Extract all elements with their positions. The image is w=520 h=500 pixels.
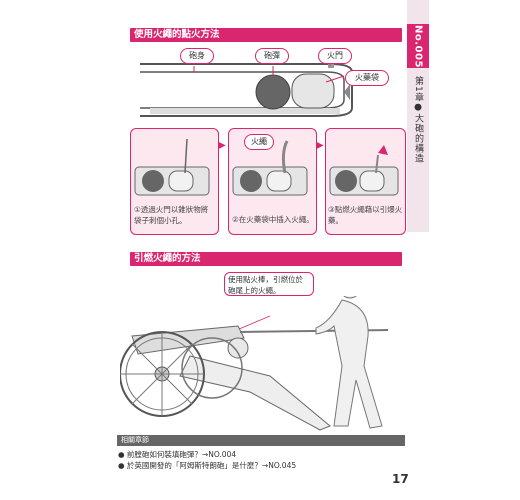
chapter-number-tab: No.005 [407, 24, 429, 68]
section-title-firing: 引燃火繩的方法 [130, 252, 402, 266]
related-link-1[interactable]: ● 前膛砲如何裝填砲彈？→NO.004 [118, 450, 237, 459]
step1-diagram [134, 138, 210, 196]
page-number: 17 [392, 472, 409, 486]
step-panel-3 [325, 128, 406, 235]
chapter-title: 第1章●大砲的構造 [413, 76, 423, 164]
step-panel-1 [130, 128, 219, 235]
label-match: 火繩 [244, 134, 274, 150]
label-vent: 火門 [318, 48, 352, 64]
callout-box: 使用點火棒，引燃位於砲尾上的火繩。 [224, 272, 314, 296]
step-caption-3: ③點燃火繩藉以引爆火藥。 [328, 205, 403, 225]
step-panel-2 [228, 128, 317, 235]
arrow-icon: ▶ [316, 140, 324, 151]
cannon-firing-illustration [120, 296, 389, 431]
section-title-method: 使用火繩的點火方法 [130, 28, 402, 42]
related-link-2[interactable]: ● 於英國開發的「阿姆斯特朗砲」是什麼？→NO.045 [118, 461, 297, 470]
step-caption-2: ②在火藥袋中插入火繩。 [232, 215, 314, 224]
step-caption-1: ①透過火門以錐狀物將袋子刺個小孔。 [134, 205, 209, 225]
label-powder-bag: 火藥袋 [345, 70, 389, 86]
step2-diagram [232, 140, 308, 196]
label-barrel: 砲身 [180, 48, 214, 64]
arrow-icon: ▶ [218, 140, 226, 151]
step3-diagram [329, 145, 399, 196]
related-section-title: 相關章節 [117, 435, 405, 446]
label-ball: 砲彈 [255, 48, 289, 64]
